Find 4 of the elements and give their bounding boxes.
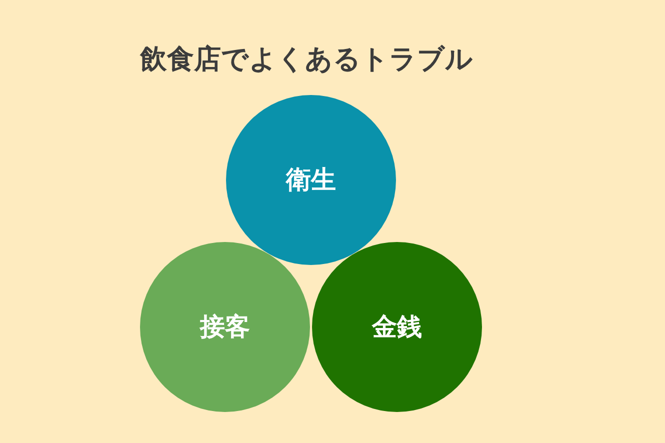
topic-label: 衛生 <box>286 165 336 195</box>
topic-label: 接客 <box>200 312 250 342</box>
diagram-title: 飲食店でよくあるトラブル <box>140 43 473 77</box>
topic-label: 金銭 <box>372 312 422 342</box>
